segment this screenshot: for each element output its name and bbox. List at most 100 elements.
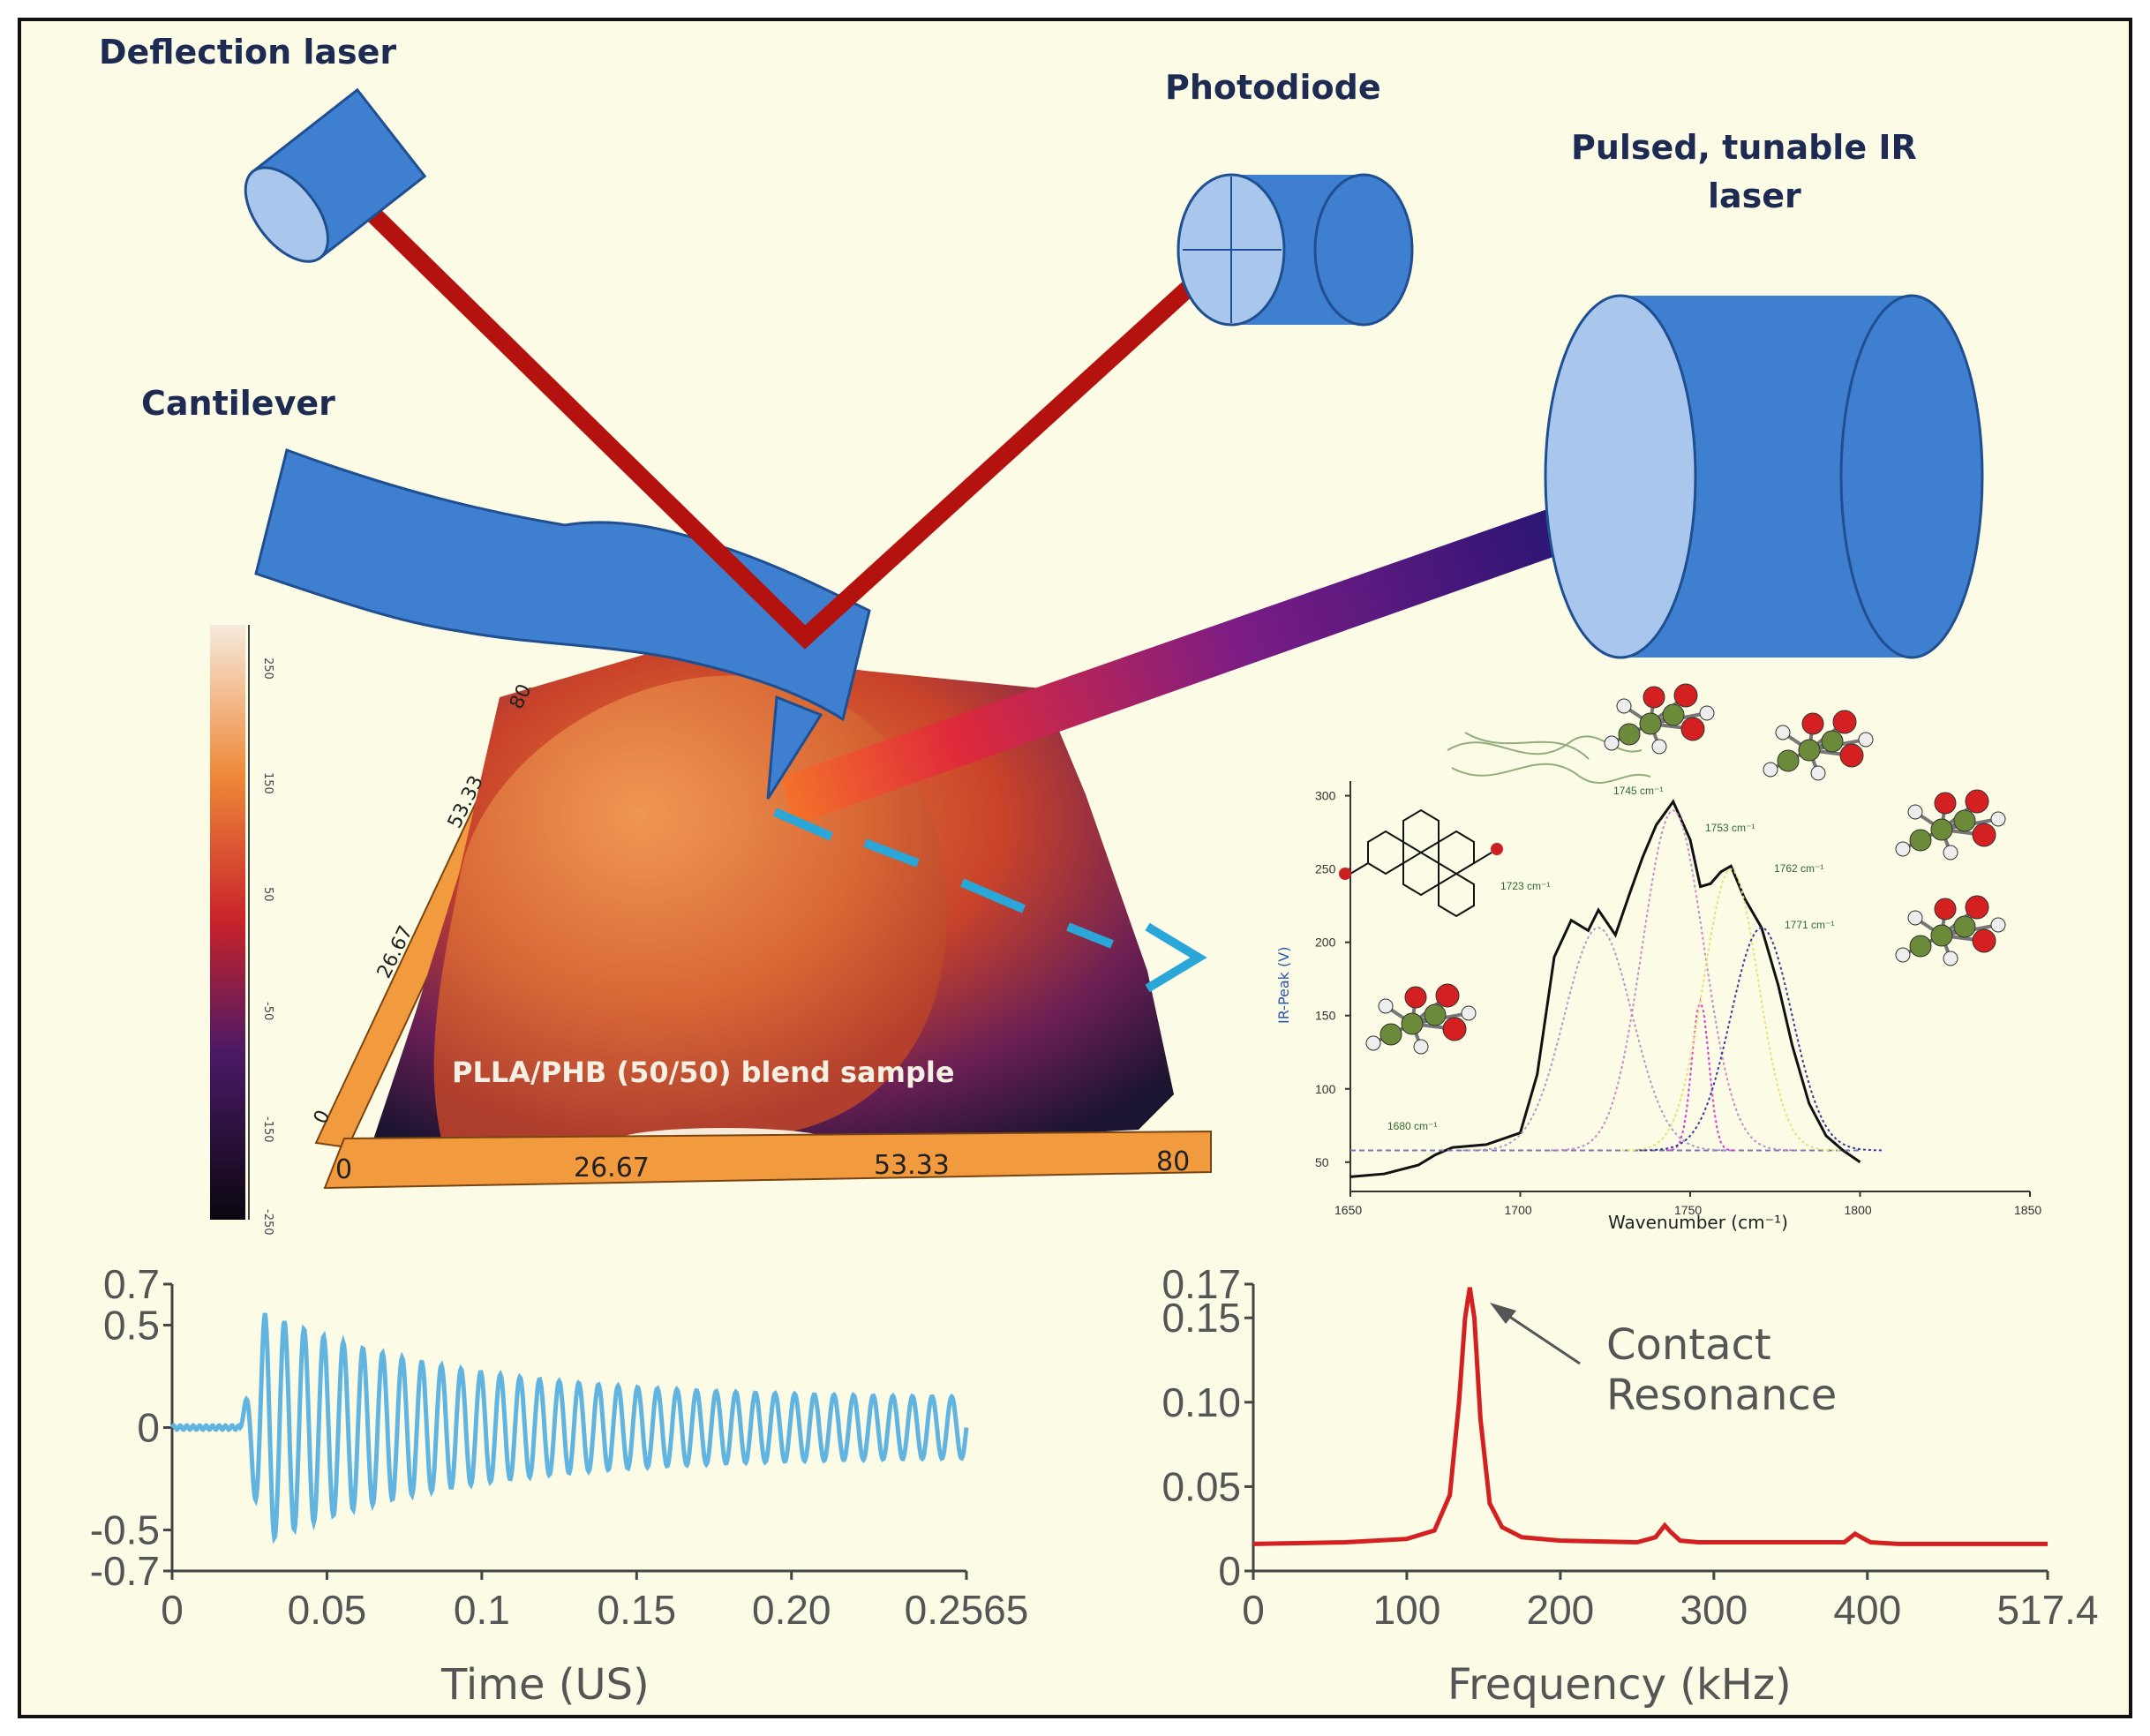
molecule-atom (1907, 910, 1923, 926)
molecule-atom (1953, 915, 1976, 938)
carbonyl-left (1349, 862, 1369, 875)
ir-peak-1762: 1762 cm⁻¹ (1774, 862, 1823, 875)
zoom-dash-1 (772, 808, 834, 841)
laser-housing-face (244, 166, 329, 263)
time-xtick-label: 0.2565 (905, 1587, 1029, 1633)
molecule-atom (1379, 1023, 1402, 1046)
ir-series (1349, 799, 1884, 1178)
afm-bottom-tick-0: 0 (335, 1154, 352, 1185)
molecule-structure-icon (1339, 808, 1503, 918)
colorbar-tick-0: 250 (261, 658, 274, 680)
frequency-trace (1252, 1287, 2048, 1546)
ir-peak-1771: 1771 cm⁻¹ (1785, 919, 1834, 931)
colorbar-tick-2: 50 (261, 887, 274, 902)
ir-ytick-label: 250 (1315, 862, 1336, 876)
molecule-atom (1639, 712, 1662, 735)
molecule-atom (1943, 951, 1958, 966)
ir-xtick-label: 1800 (1845, 1203, 1872, 1217)
molecule-atom (1604, 735, 1620, 751)
molecule-atom (1680, 717, 1705, 741)
freq-ytick-label: 0 (1218, 1548, 1241, 1594)
time-ytick-label: 0 (137, 1405, 160, 1451)
molecule-atom (1972, 823, 1996, 847)
afm-bottom-tick-2: 53.33 (874, 1150, 950, 1181)
carbonyl-right (1473, 852, 1492, 864)
freq-xtick-label: 0 (1242, 1587, 1265, 1633)
molecule-atom (1934, 898, 1957, 921)
freq-ytick-label: 0.17 (1161, 1261, 1241, 1307)
molecule-atom (1858, 732, 1874, 748)
time-ytick-label: 0.7 (103, 1261, 160, 1307)
time-xtick-label: 0 (161, 1587, 184, 1633)
photodiode-label: Photodiode (1165, 68, 1381, 107)
ir-ytick-label: 150 (1315, 1009, 1336, 1023)
freq-xtick-label: 400 (1833, 1587, 1901, 1633)
time-ytick-label: -0.7 (90, 1548, 160, 1594)
molecule-atom (1775, 725, 1791, 740)
cantilever-label: Cantilever (141, 384, 335, 423)
cantilever-tip (766, 695, 823, 800)
zoom-dash-3 (960, 878, 1026, 913)
deflection-beam (365, 205, 1235, 650)
ir-ytick-label: 100 (1315, 1082, 1336, 1096)
ir-xtick-label: 1650 (1334, 1203, 1362, 1217)
afm-bottom-tick-3: 80 (1156, 1146, 1190, 1177)
freq-xtick-label: 200 (1527, 1587, 1595, 1633)
zoom-indicator (772, 808, 1207, 993)
molecule-atom (1763, 762, 1778, 778)
ir-laser-label-line1: Pulsed, tunable IR (1571, 128, 1917, 167)
molecule-atom (1673, 683, 1698, 708)
cantilever-icon (254, 448, 871, 800)
ir-peak-1723: 1723 cm⁻¹ (1500, 880, 1550, 892)
photodiode-back (1313, 173, 1414, 327)
time-ytick-label: 0.5 (103, 1302, 160, 1348)
molecule-atom (1953, 809, 1976, 832)
molecule-atom (1965, 895, 1989, 920)
ir-xlabel: Wavenumber (cm⁻¹) (1608, 1212, 1788, 1233)
molecule-atom (1943, 845, 1958, 860)
ir-fit-component (1639, 926, 1884, 1152)
molecule-atom (1404, 986, 1427, 1009)
ring-5 (1438, 872, 1475, 918)
freq-ytick-label: 0.05 (1161, 1463, 1241, 1509)
molecule-atom (1821, 730, 1844, 753)
molecule-atom (1699, 705, 1715, 721)
molecule-atom (1378, 998, 1394, 1014)
resonance-arrow-line (1500, 1309, 1581, 1365)
ir-laser-face (1544, 294, 1697, 659)
ir-fit-component (1462, 927, 1735, 1152)
afm-bottom-axis-bar (323, 1130, 1212, 1190)
colorbar-tick-4: -150 (261, 1116, 274, 1143)
colorbar-tick-1: 150 (261, 772, 274, 794)
zoom-dash-4 (1066, 922, 1114, 949)
colorbar-gradient (210, 625, 245, 1220)
molecule-atom (1365, 1035, 1381, 1051)
ir-ytick-label: 300 (1315, 789, 1336, 803)
freq-xtick-label: 100 (1373, 1587, 1441, 1633)
sample-label: PLLA/PHB (50/50) blend sample (452, 1056, 955, 1089)
ir-xtick-label: 1750 (1674, 1203, 1702, 1217)
molecule-atom (1424, 1003, 1447, 1026)
ir-fit-component (1551, 809, 1796, 1152)
molecule-atom (1662, 703, 1685, 726)
ir-xtick-label: 1850 (2014, 1203, 2041, 1217)
molecule-atom (1839, 743, 1864, 768)
deflection-laser-label: Deflection laser (99, 33, 396, 71)
freq-ytick-label: 0.15 (1161, 1295, 1241, 1341)
time-xtick-label: 0.15 (598, 1587, 677, 1633)
molecule-atom (1777, 749, 1800, 772)
ir-laser-label-line2: laser (1708, 177, 1801, 215)
ir-ytick-label: 50 (1315, 1155, 1329, 1169)
molecule-atom (1909, 829, 1932, 852)
molecule-atom (1895, 841, 1911, 857)
ir-spectrum-line (1349, 799, 1861, 1178)
time-xtick-label: 0.05 (288, 1587, 367, 1633)
molecule-atom (1930, 924, 1953, 947)
molecule-atom (1930, 818, 1953, 841)
freq-ytick-label: 0.10 (1161, 1379, 1241, 1425)
molecule-atom (1934, 792, 1957, 815)
